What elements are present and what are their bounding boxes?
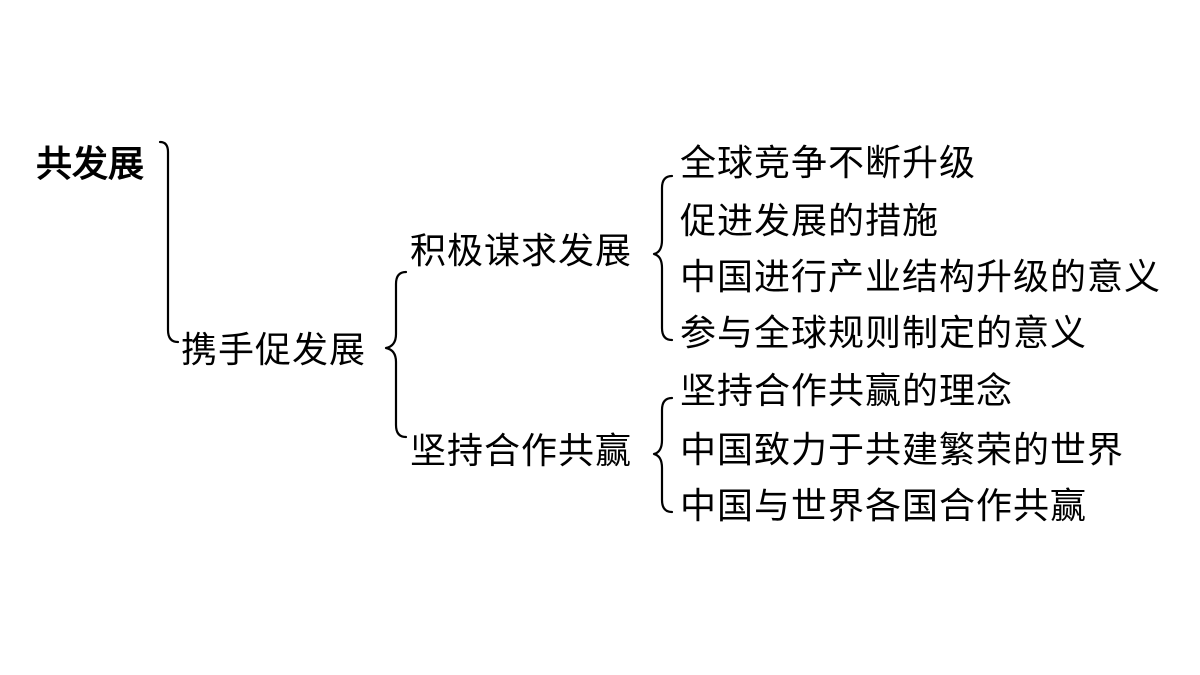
branch-node: 携手促发展 (181, 330, 367, 371)
sub-branch-1: 积极谋求发展 (410, 231, 633, 272)
leaf-1-1: 全球竞争不断升级 (680, 143, 977, 184)
leaf-2-1: 坚持合作共赢的理念 (680, 371, 1014, 412)
sub-branch-2: 坚持合作共赢 (410, 431, 633, 472)
branch-brace (384, 270, 408, 439)
leaf-2-2: 中国致力于共建繁荣的世界 (680, 430, 1125, 471)
sub-brace-1 (652, 174, 674, 342)
leaf-2-3: 中国与世界各国合作共赢 (680, 486, 1088, 527)
root-node: 共发展 (36, 144, 145, 185)
sub-brace-2 (652, 396, 674, 514)
root-bracket (158, 140, 180, 344)
leaf-1-2: 促进发展的措施 (680, 201, 940, 242)
leaf-1-4: 参与全球规则制定的意义 (680, 313, 1088, 354)
leaf-1-3: 中国进行产业结构升级的意义 (680, 257, 1162, 298)
